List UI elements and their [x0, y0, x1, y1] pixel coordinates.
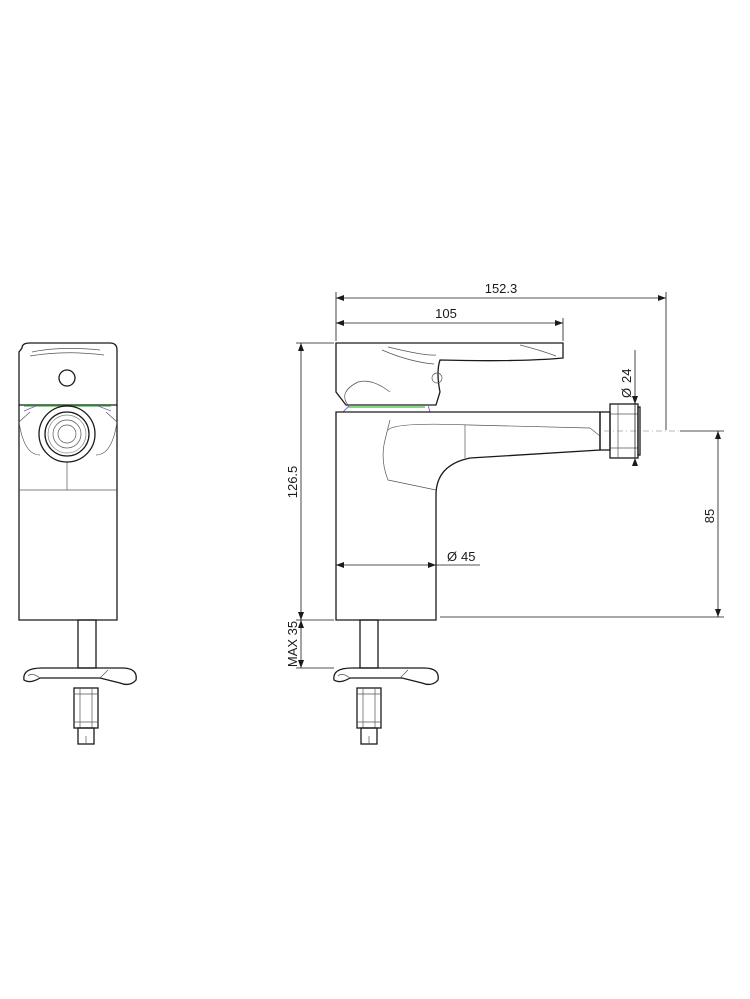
dim-24-label: 24 — [619, 369, 634, 383]
dim-45-label: 45 — [461, 549, 475, 564]
front-body — [18, 405, 118, 621]
dim-152-3-label: 152.3 — [485, 281, 518, 296]
dimension-outlet-height: 85 — [440, 430, 724, 618]
dim-max-35-label: MAX 35 — [285, 621, 300, 667]
dim-105-label: 105 — [435, 306, 457, 321]
dimension-deck-thickness: MAX 35 — [285, 620, 334, 669]
dim-diameter-symbol-24: Ø — [619, 388, 634, 398]
side-body — [335, 411, 601, 621]
side-view — [333, 342, 641, 745]
side-mounting-plate — [333, 667, 439, 686]
dimension-body-diameter: Ø 45 — [336, 549, 480, 568]
front-lever — [18, 342, 118, 406]
side-lever — [335, 342, 564, 406]
front-view — [18, 342, 137, 745]
dim-126-5-label: 126.5 — [285, 466, 300, 499]
dim-85-label: 85 — [702, 509, 717, 523]
dim-diameter-symbol: Ø — [447, 549, 457, 564]
dimension-lever-length: 105 — [336, 306, 564, 341]
front-mounting-plate — [23, 667, 137, 686]
lever-indicator-hole — [58, 369, 76, 387]
dimension-overall-length: 152.3 — [335, 281, 667, 430]
dimension-outlet-diameter: Ø 24 — [619, 350, 638, 466]
dimension-total-height: 126.5 — [285, 342, 334, 621]
aerator — [38, 405, 96, 463]
